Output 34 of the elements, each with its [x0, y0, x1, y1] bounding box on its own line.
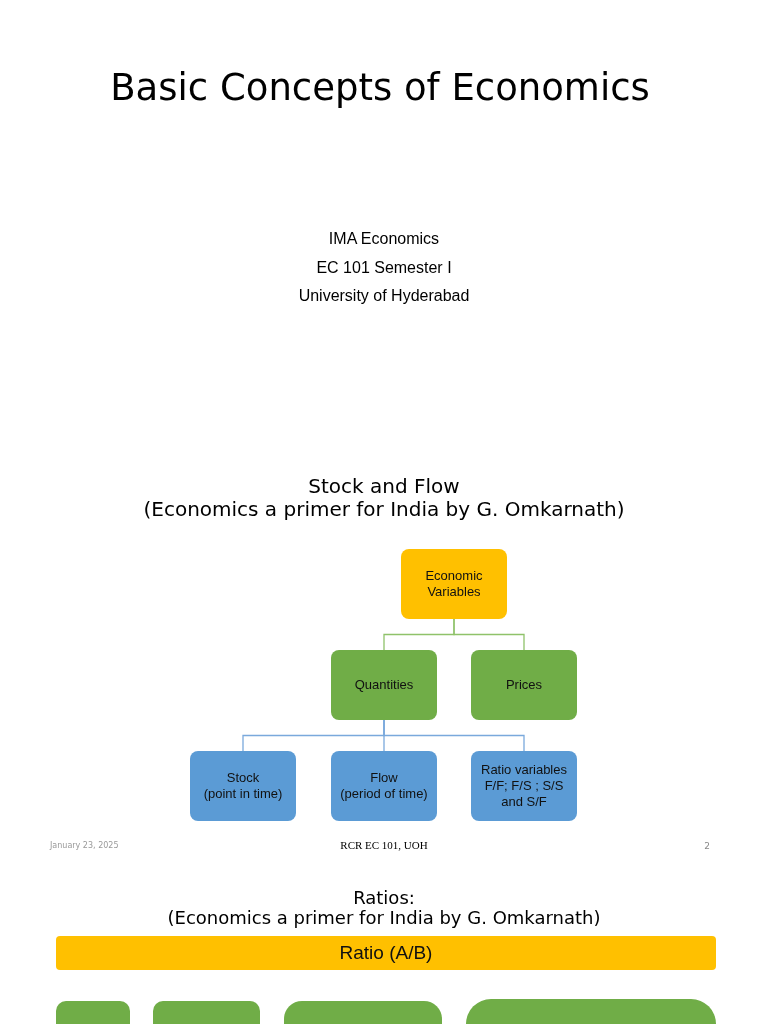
connector-line [453, 618, 525, 651]
category-box [471, 751, 577, 821]
slide-heading: (Economics a primer for India by G. Omkarnath) [142, 497, 626, 521]
footer-date: January 23, 2025 [50, 841, 120, 850]
page-number: 2 [703, 841, 710, 851]
node-text: F/F; F/S ; S/S and S/F [483, 777, 565, 811]
category-box [56, 1001, 130, 1024]
category-box [331, 751, 437, 821]
slide-heading: Stock and Flow [307, 474, 461, 498]
node-text: Economic Variables [424, 567, 484, 601]
node-text: Quantities [354, 676, 414, 694]
category-box [153, 1001, 260, 1024]
footer-text: RCR EC 101, UOH [339, 839, 429, 851]
category-box [190, 751, 296, 821]
category-box [401, 549, 507, 619]
slide-heading: (Economics a primer for India by G. Omkarnath) [166, 907, 602, 928]
subtitle-line: University of Hyderabad [297, 287, 471, 305]
slide-heading: Ratios: [352, 887, 416, 908]
connector-line [383, 719, 525, 752]
node-text: (point in time) [203, 786, 283, 803]
category-box [471, 650, 577, 720]
category-box [331, 650, 437, 720]
node-text: Ratio variables [481, 761, 567, 778]
node-text: (period of time) [340, 786, 428, 803]
node-text: Ratio (A/B) [339, 941, 433, 965]
slide-title: Basic Concepts of Economics [109, 66, 651, 109]
node-text: Flow [370, 769, 398, 786]
subtitle-line: EC 101 Semester I [315, 259, 453, 277]
node-text: Stock [226, 769, 260, 786]
subtitle-line: IMA Economics [327, 230, 441, 248]
node-text: Prices [505, 676, 543, 694]
header-bar [56, 936, 716, 970]
category-box [466, 999, 716, 1024]
category-box [284, 1001, 442, 1024]
